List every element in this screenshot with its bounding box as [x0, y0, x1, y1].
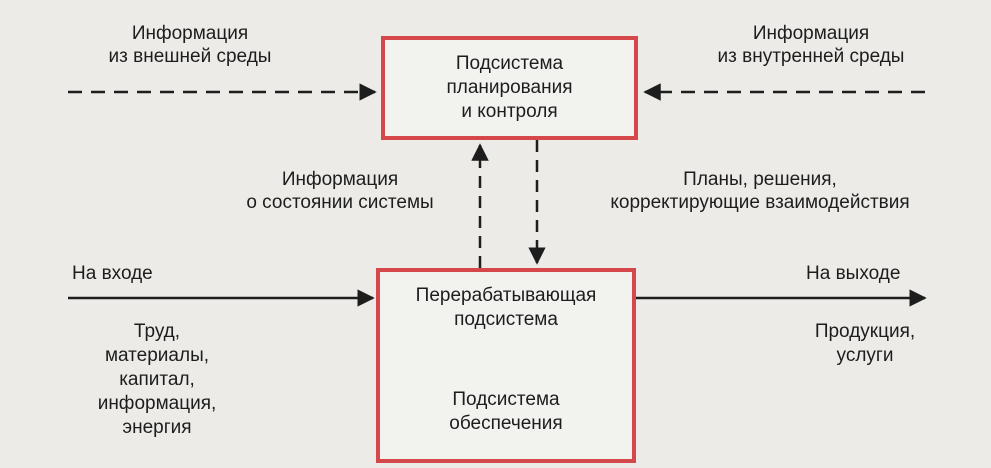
external-info-line-2: из внешней среды [108, 46, 272, 67]
plans-label: Планы, решения, корректирующие взаимодей… [560, 168, 960, 214]
support-line-1: Подсистема [452, 389, 560, 410]
processing-label: Перерабатывающая подсистема [376, 284, 636, 332]
plans-line-1: Планы, решения, [683, 169, 837, 190]
internal-info-label: Информация из внутренней среды [676, 22, 946, 68]
planning-line-1: Подсистема [455, 53, 564, 74]
internal-info-line-1: Информация [752, 23, 870, 44]
input-label: На входе [72, 263, 153, 284]
planning-box-label: Подсистема планирования и контроля [381, 52, 638, 124]
output-label: На выходе [806, 263, 901, 284]
support-label: Подсистема обеспечения [376, 388, 636, 436]
internal-info-line-2: из внутренней среды [717, 46, 905, 67]
planning-line-3: и контроля [461, 101, 558, 122]
inputs-item: энергия [122, 417, 192, 438]
planning-line-2: планирования [446, 77, 573, 98]
state-info-line-2: о состоянии системы [246, 192, 434, 213]
processing-box [376, 268, 636, 463]
inputs-item: капитал, [119, 369, 195, 390]
inputs-item: материалы, [104, 345, 210, 366]
inputs-item: информация, [97, 393, 217, 414]
outputs-list: Продукция, услуги [790, 320, 940, 368]
state-info-line-1: Информация [281, 169, 399, 190]
processing-line-1: Перерабатывающая [415, 285, 597, 306]
outputs-item: услуги [836, 345, 894, 366]
inputs-item: Труд, [133, 321, 181, 342]
processing-line-2: подсистема [454, 309, 558, 330]
external-info-line-1: Информация [131, 23, 249, 44]
outputs-item: Продукция, [814, 321, 916, 342]
inputs-list: Труд, материалы, капитал, информация, эн… [62, 320, 252, 440]
planning-control-box [381, 36, 638, 140]
plans-line-2: корректирующие взаимодействия [610, 192, 910, 213]
support-line-2: обеспечения [449, 413, 563, 434]
state-info-label: Информация о состоянии системы [210, 168, 470, 214]
external-info-label: Информация из внешней среды [60, 22, 320, 68]
